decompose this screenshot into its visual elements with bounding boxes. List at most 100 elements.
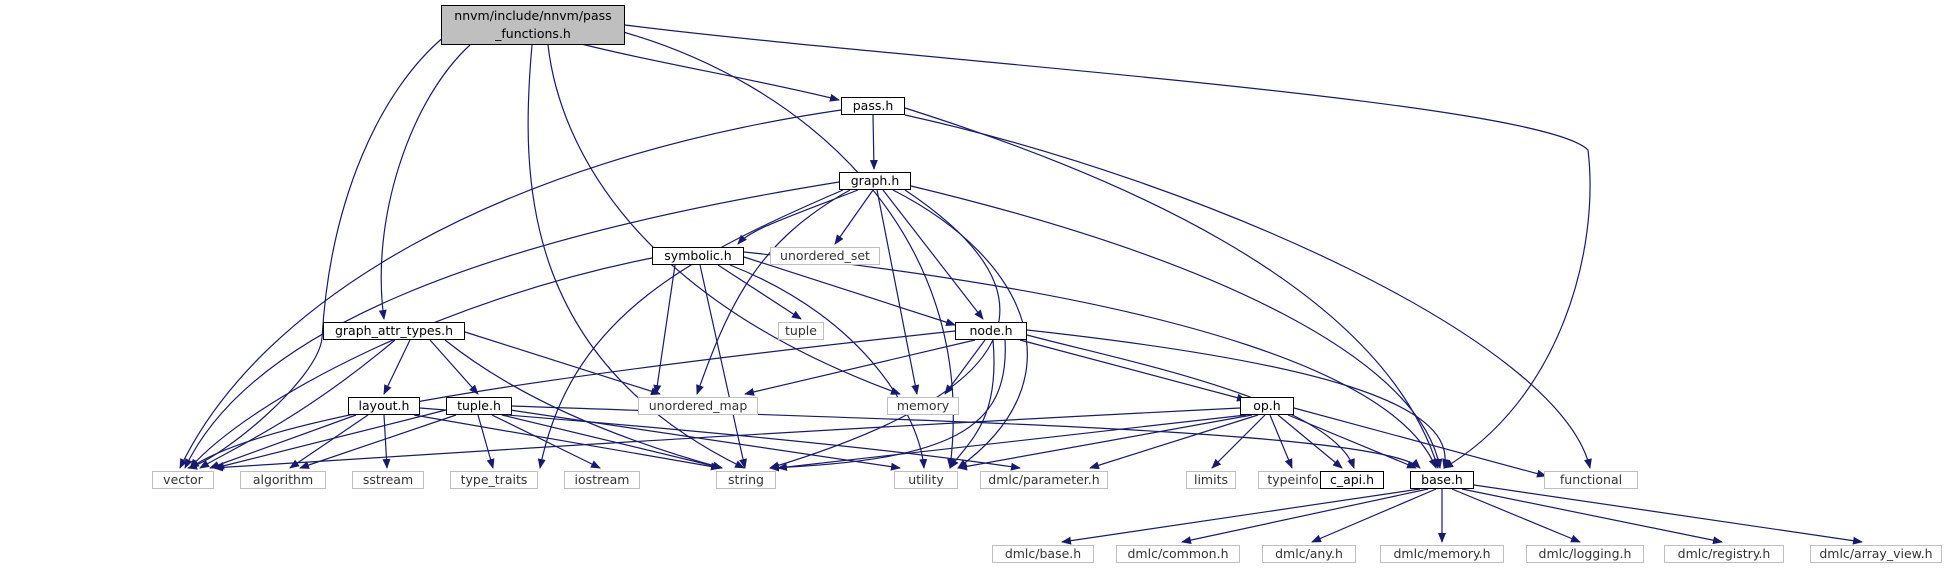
dependency-edge-46 bbox=[214, 409, 447, 470]
dependency-edge-64 bbox=[1311, 488, 1437, 543]
dependency-edge-11 bbox=[184, 181, 840, 469]
dependency-edge-26 bbox=[743, 256, 956, 327]
dependency-edge-62 bbox=[1061, 488, 1421, 545]
node-algorithm: algorithm bbox=[240, 471, 326, 489]
dependency-edge-3 bbox=[547, 44, 901, 395]
dependency-edge-40 bbox=[1026, 329, 1450, 469]
dependency-edge-15 bbox=[834, 189, 874, 245]
dependency-edge-49 bbox=[491, 414, 601, 469]
root-file-label-line2: _functions.h bbox=[495, 26, 571, 41]
dependency-edge-12 bbox=[537, 189, 844, 469]
dependency-edge-55 bbox=[957, 414, 1253, 471]
dependency-edge-44 bbox=[413, 414, 721, 471]
dependency-edge-38 bbox=[1019, 339, 1247, 402]
dependency-edge-10 bbox=[904, 114, 1592, 469]
dependency-edge-61 bbox=[1293, 407, 1547, 478]
dependency-edge-25 bbox=[729, 264, 928, 469]
dependency-edge-51 bbox=[509, 409, 901, 471]
dependency-edge-31 bbox=[199, 339, 396, 469]
root-file-node[interactable]: nnvm/include/nnvm/pass _functions.h bbox=[441, 5, 625, 45]
dependency-edge-52 bbox=[511, 405, 1421, 469]
dependency-edge-57 bbox=[1211, 414, 1266, 469]
dependency-edge-32 bbox=[444, 339, 723, 470]
dependency-edge-33 bbox=[189, 330, 956, 469]
dependency-edge-21 bbox=[189, 257, 653, 469]
dependency-edge-45 bbox=[419, 407, 1021, 471]
node-dmlc-base-h: dmlc/base.h bbox=[992, 545, 1094, 563]
node-string: string bbox=[716, 471, 776, 489]
dependency-edge-66 bbox=[1451, 488, 1581, 543]
dependency-edge-41 bbox=[209, 414, 357, 469]
dependency-edge-8 bbox=[869, 114, 878, 170]
node-graph-h[interactable]: graph.h bbox=[839, 172, 911, 190]
node-memory: memory bbox=[887, 397, 959, 415]
node-utility: utility bbox=[894, 471, 958, 489]
dependency-edge-63 bbox=[1181, 488, 1429, 545]
dependency-edge-58 bbox=[1269, 414, 1293, 469]
node-layout-h[interactable]: layout.h bbox=[348, 397, 420, 415]
dependency-edge-68 bbox=[1473, 484, 1863, 545]
dependency-edge-42 bbox=[289, 414, 369, 469]
dependency-edge-16 bbox=[876, 189, 920, 395]
dependency-edge-20 bbox=[910, 185, 1443, 469]
dependency-edge-53 bbox=[213, 407, 1241, 472]
node-c-api-h[interactable]: c_api.h bbox=[1320, 471, 1384, 489]
dependency-edge-59 bbox=[1277, 414, 1343, 469]
dependency-edge-23 bbox=[699, 264, 747, 469]
node-dmlc-common-h: dmlc/common.h bbox=[1116, 545, 1240, 563]
dependency-edge-4 bbox=[565, 39, 840, 102]
node-sstream: sstream bbox=[352, 471, 424, 489]
dependency-edge-1 bbox=[378, 44, 471, 320]
node-typeinfo: typeinfo bbox=[1258, 471, 1328, 489]
node-tuple-h[interactable]: tuple.h bbox=[446, 397, 512, 415]
node-dmlc-registry-h: dmlc/registry.h bbox=[1664, 545, 1784, 563]
node-base-h[interactable]: base.h bbox=[1410, 471, 1474, 489]
node-op-h[interactable]: op.h bbox=[1240, 397, 1294, 415]
dependency-edge-7 bbox=[179, 109, 842, 469]
dependency-edge-17 bbox=[882, 189, 984, 320]
dependency-edge-47 bbox=[299, 414, 457, 469]
node-dmlc-logging-h: dmlc/logging.h bbox=[1526, 545, 1644, 563]
dependency-edge-43 bbox=[382, 414, 391, 469]
node-unordered-set: unordered_set bbox=[770, 247, 880, 265]
dependency-edge-67 bbox=[1461, 488, 1723, 545]
dependency-edge-54 bbox=[777, 414, 1247, 471]
dependency-edge-27 bbox=[743, 251, 1437, 469]
dependency-edge-14 bbox=[737, 189, 859, 245]
dependency-edge-48 bbox=[477, 414, 495, 469]
node-tuple-std: tuple bbox=[778, 322, 824, 340]
node-unordered-map: unordered_map bbox=[638, 397, 758, 415]
dependency-edge-50 bbox=[501, 414, 723, 470]
node-dmlc-any-h: dmlc/any.h bbox=[1262, 545, 1356, 563]
node-node-h[interactable]: node.h bbox=[955, 322, 1027, 340]
node-limits: limits bbox=[1186, 471, 1236, 489]
root-file-label-line1: nnvm/include/nnvm/pass bbox=[454, 8, 612, 23]
dependency-edge-2 bbox=[527, 44, 745, 469]
dependency-edge-24 bbox=[717, 264, 802, 320]
dependency-edge-28 bbox=[383, 339, 411, 395]
dependency-edge-39 bbox=[1026, 334, 1355, 469]
dependency-edge-56 bbox=[1089, 414, 1259, 470]
node-dmlc-memory-h: dmlc/memory.h bbox=[1380, 545, 1504, 563]
dependency-edge-9 bbox=[904, 107, 1440, 469]
dependency-edge-0 bbox=[187, 35, 446, 470]
node-graph-attr-types-h[interactable]: graph_attr_types.h bbox=[323, 322, 465, 340]
node-symbolic-h[interactable]: symbolic.h bbox=[652, 247, 744, 265]
dependency-edge-37 bbox=[769, 339, 1006, 472]
node-type-traits: type_traits bbox=[450, 471, 538, 489]
dependency-edge-35 bbox=[944, 339, 986, 395]
node-dmlc-array-view-h: dmlc/array_view.h bbox=[1810, 545, 1942, 563]
dependency-edge-34 bbox=[744, 339, 976, 396]
dependency-edge-6 bbox=[624, 24, 1591, 469]
dependency-edge-29 bbox=[429, 339, 479, 395]
node-dmlc-parameter-h: dmlc/parameter.h bbox=[980, 471, 1108, 489]
dependency-edge-30 bbox=[464, 331, 661, 396]
node-iostream: iostream bbox=[564, 471, 640, 489]
dependency-edge-60 bbox=[1287, 414, 1417, 469]
dependency-edge-22 bbox=[653, 264, 676, 395]
node-vector: vector bbox=[152, 471, 214, 489]
node-pass-h[interactable]: pass.h bbox=[841, 97, 905, 115]
node-functional: functional bbox=[1544, 471, 1638, 489]
